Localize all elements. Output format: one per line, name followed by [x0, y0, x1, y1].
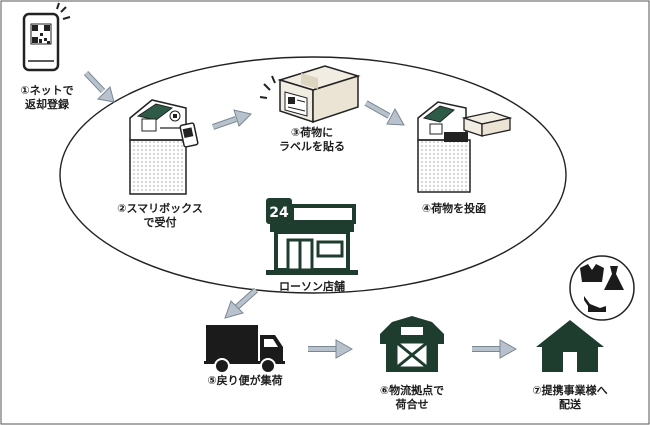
step-3-label: ③荷物に ラベルを貼る — [262, 126, 362, 154]
store-label-text: ローソン店舗 — [279, 280, 345, 293]
flow-arrow — [224, 287, 259, 319]
flow-arrow — [472, 339, 518, 359]
lawson-store-icon: 24 — [266, 198, 358, 275]
step-7-line1: ⑦提携事業様へ — [532, 384, 608, 397]
step-2-line1: ②スマリボックス — [117, 202, 203, 215]
step-3-line2: ラベルを貼る — [279, 140, 345, 153]
step-1-label: ①ネットで 返却登録 — [8, 84, 86, 112]
flow-arrow — [212, 109, 252, 130]
step-5-line1: ⑤戻り便が集荷 — [207, 374, 283, 387]
smari-box-kiosk-icon — [129, 99, 199, 195]
store-label: ローソン店舗 — [262, 280, 362, 294]
step-4-line1: ④荷物を投函 — [421, 202, 487, 215]
step-6-label: ⑥物流拠点で 荷合せ — [362, 384, 462, 412]
step-1-line1: ①ネットで — [20, 84, 74, 97]
step-2-label: ②スマリボックス で受付 — [100, 202, 220, 230]
step-7-label: ⑦提携事業様へ 配送 — [514, 384, 626, 412]
step-6-line2: 荷合せ — [395, 398, 429, 411]
store-sign-number: 24 — [269, 205, 289, 221]
drop-off-machine-icon — [417, 101, 513, 193]
cycle-ellipse — [59, 56, 567, 294]
step-4-label: ④荷物を投函 — [404, 202, 504, 216]
smartphone-qr-icon — [22, 2, 71, 72]
flow-arrow — [308, 339, 354, 359]
logistics-hub-barn-icon — [380, 316, 444, 372]
flow-arrow — [83, 70, 115, 103]
step-7-line2: 配送 — [559, 398, 581, 411]
step-1-line2: 返却登録 — [25, 98, 69, 111]
step-3-line1: ③荷物に — [290, 126, 334, 139]
delivery-truck-icon — [204, 325, 285, 374]
partner-business-house-icon — [536, 320, 604, 372]
step-6-line1: ⑥物流拠点で — [379, 384, 445, 397]
flow-arrow — [364, 100, 405, 126]
package-label-icon — [259, 65, 361, 124]
step-5-label: ⑤戻り便が集荷 — [185, 374, 305, 388]
step-2-line2: で受付 — [143, 216, 177, 229]
fashion-items-icon — [569, 255, 635, 321]
